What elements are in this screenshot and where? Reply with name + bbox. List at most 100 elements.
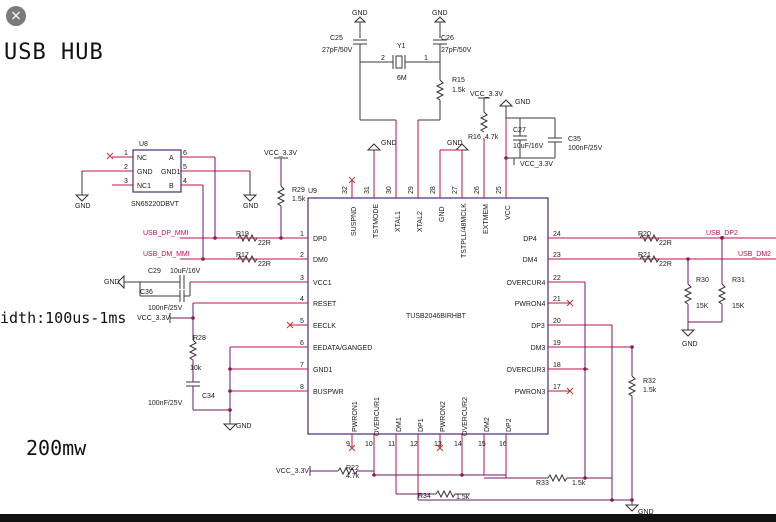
u9-body [307,197,549,435]
y1-ref: Y1 [397,43,406,50]
r17-value: 22R [258,261,271,268]
r16-value: 4.7k [485,134,499,141]
gnd-label: GND [381,140,397,147]
pin-label: OVERCUR4 [507,280,546,287]
vcc-label: VCC_3.3V [264,150,297,157]
pin-label: B [169,183,174,190]
pin-label: VCC1 [313,280,332,287]
pin-number: 3 [124,178,128,185]
r16-ref: R16 [468,134,481,141]
r33-value: 1.5k [572,480,586,487]
close-icon[interactable]: × [6,6,26,26]
pin-label: DM2 [484,417,491,432]
pin-number: 6 [300,340,304,347]
pin-number: 25 [496,186,503,194]
pin-label: TSTMODE [373,203,380,238]
pin-label: GND [137,169,153,176]
no-connect-marks [106,152,574,452]
pin-number: 6 [183,150,187,157]
pin-number: 12 [410,441,418,448]
c36-value: 100nF/25V [148,305,183,312]
pin-label: NC1 [137,183,151,190]
c29-ref: C29 [148,268,161,275]
usb-dm-mmi-net: USB_DM_MMI [143,251,190,258]
pin-number: 4 [300,296,304,303]
pin-number: 18 [553,362,561,369]
usb-dm2-net: USB_DM2 [738,251,771,258]
pin-number: 7 [300,362,304,369]
gnd-label: GND [236,423,252,430]
pin-label: PWRON4 [515,301,546,308]
vcc1-decoupling: GND C29 10uF/16V C36 100nF/25V VCC_3.3V … [104,268,252,431]
pin-number: 24 [553,231,561,238]
pin-number: 8 [300,384,304,391]
r30-value: 15K [696,303,709,310]
r22-ref: R22 [346,465,359,472]
bottom-bar [0,514,776,522]
c34-ref: C34 [202,393,215,400]
pin-number: 17 [553,384,561,391]
c27-value: 10uF/16V [513,143,544,150]
r20-value: 22R [659,240,672,247]
pin-number: 22 [553,275,561,282]
pin-number: 14 [454,441,462,448]
y1-pin1: 1 [424,55,428,62]
gnd-label: GND [75,203,91,210]
pin-label: RESET [313,301,337,308]
gnd-label: GND [243,203,259,210]
r28-ref: R28 [193,335,206,342]
u9-top-pins: 32 SUSPND 31 TSTMODE 30 XTAL1 29 XTAL2 2… [342,108,512,258]
pin-number: 21 [553,296,561,303]
pin-label: DM3 [531,345,546,352]
r33-ref: R33 [536,480,549,487]
u8-part-label: SN65220DBVT [131,201,180,208]
u8-chip: U8 SN65220DBVT 1 NC 2 GND 3 NC1 6 A 5 GN… [74,141,259,261]
r22-value: 4.7k [346,473,360,480]
pin-number: 11 [388,441,395,448]
pin-number: 27 [452,186,459,194]
pin-number: 5 [300,318,304,325]
pin-number: 32 [342,186,349,194]
power-note: 200mw [26,436,87,460]
pin-label: OVERCUR1 [374,397,381,436]
pin-label: PWRON3 [515,389,546,396]
c27-ref: C27 [513,127,526,134]
pin-number: 20 [553,318,561,325]
vcc-label: VCC_3.3V [276,468,309,475]
pin-label: DP0 [313,236,327,243]
pin-number: 28 [430,186,437,194]
u9-left-pins: 1 DP0 2 DM0 3 VCC1 4 RESET 5 EECLK 6 EED… [180,231,372,396]
pin-label: BUSPWR [313,389,344,396]
pin-number: 4 [183,178,187,185]
r15-ref: R15 [452,77,465,84]
r15-value: 1.5k [452,87,466,94]
pin-number: 1 [124,150,128,157]
pin-label: OVERCUR2 [462,397,469,436]
gnd-label: GND [682,341,698,348]
r30-ref: R30 [696,277,709,284]
vcc-label: VCC_3.3V [520,161,553,168]
c26-value: 27pF/50V [441,47,472,54]
gnd-label: GND [638,509,654,516]
r19-value: 22R [258,240,271,247]
c25-value: 27pF/50V [322,47,353,54]
pin-number: 2 [300,252,304,259]
c36-ref: C36 [140,289,153,296]
r17-ref: R17 [236,252,249,259]
r34-ref: R34 [418,493,431,500]
vcc-label: VCC_3.3V [470,91,503,98]
bottom-network: VCC_3.3V R22 4.7k R33 1.5k R34 1.5k [276,465,634,502]
pin-label: GND1 [161,169,181,176]
c29-value: 10uF/16V [170,268,201,275]
r21-value: 22R [659,261,672,268]
usb-dp2-net: USB_DP2 [706,230,738,237]
r28-value: 10k [190,365,202,372]
pin-label: A [169,155,174,162]
pin-label: DP2 [506,418,513,432]
usb-port2-section: R20 22R R21 22R USB_DP2 USB_DM2 R30 15K … [638,230,771,348]
pin-number: 13 [434,441,442,448]
pin-label: DP3 [531,323,545,330]
usb-mmi-section: USB_DP_MMI USB_DM_MMI R19 22R R17 22R VC… [143,150,306,268]
r29-ref: R29 [292,187,305,194]
